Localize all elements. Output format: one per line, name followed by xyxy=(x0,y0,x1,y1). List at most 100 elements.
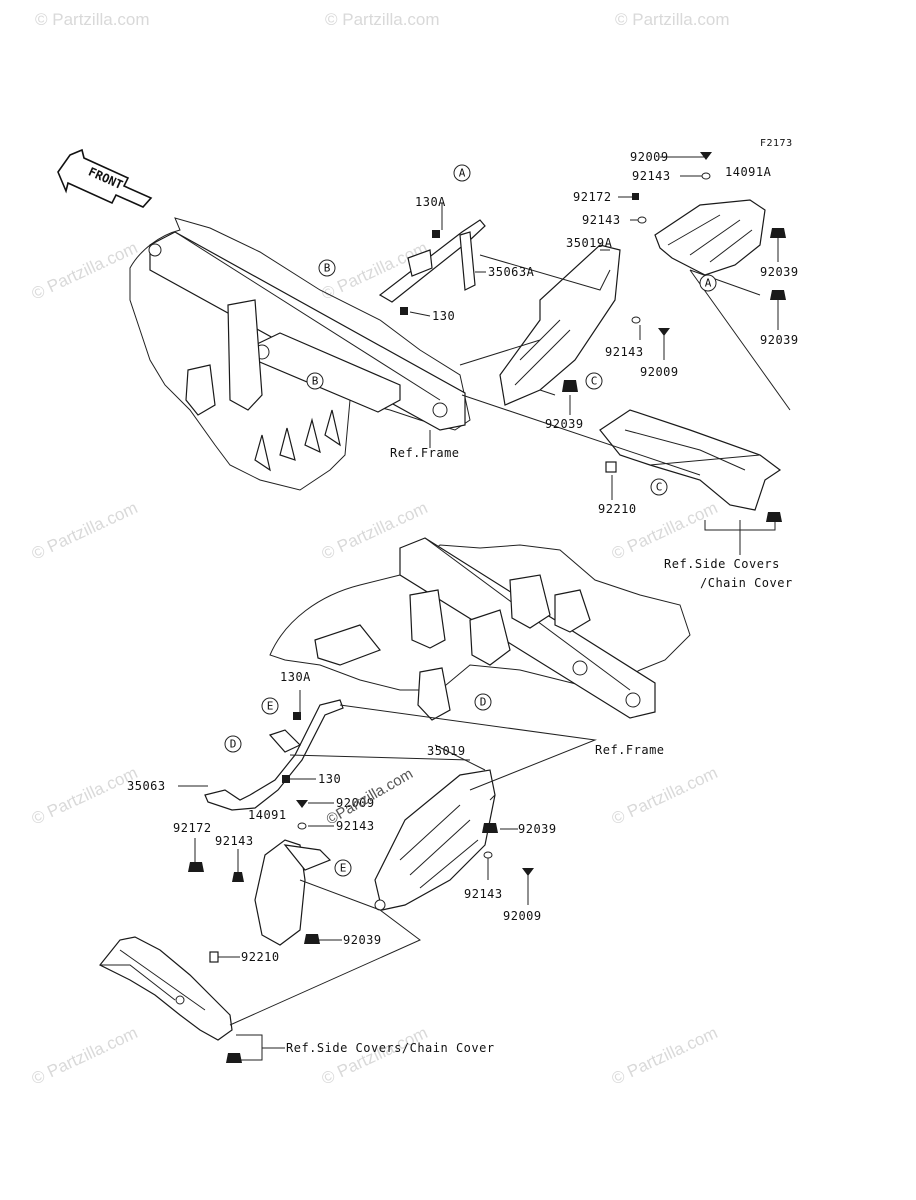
ref-chain-cover-label: /Chain Cover xyxy=(700,576,793,590)
bottom-side-cover xyxy=(99,936,233,1041)
part-label-35019: 35019 xyxy=(427,744,466,758)
screw-icon xyxy=(296,800,308,808)
top-assembly: A B B A C C 92009 92143 14091A 92172 921… xyxy=(129,150,799,590)
callout-circle xyxy=(650,478,668,496)
figure-code: F2173 xyxy=(760,138,793,149)
clip-icon xyxy=(209,951,219,963)
part-label-130: 130 xyxy=(432,309,455,323)
part-label-92172: 92172 xyxy=(573,190,612,204)
ref-frame-label: Ref.Frame xyxy=(390,446,460,460)
watermarks: © Partzilla.com © Partzilla.com © Partzi… xyxy=(29,10,730,1089)
callout-letter: C xyxy=(591,375,598,388)
callout-circle xyxy=(474,693,492,711)
part-label-92009: 92009 xyxy=(503,909,542,923)
part-label-92009: 92009 xyxy=(640,365,679,379)
rivet-icon xyxy=(766,512,782,522)
callout-circle xyxy=(699,274,717,292)
part-label-92039: 92039 xyxy=(343,933,382,947)
watermark: © Partzilla.com xyxy=(325,10,440,29)
washer-icon xyxy=(637,216,647,224)
part-label-92143: 92143 xyxy=(632,169,671,183)
part-label-92039: 92039 xyxy=(518,822,557,836)
part-label-92143: 92143 xyxy=(582,213,621,227)
rivet-icon xyxy=(304,934,320,944)
callout-circle xyxy=(224,735,242,753)
part-label-92210: 92210 xyxy=(241,950,280,964)
bottom-labels: 130A 35063 130 35019 92009 92143 92039 1… xyxy=(127,670,665,1055)
bottom-frame-body xyxy=(269,544,691,691)
part-label-35063: 35063 xyxy=(127,779,166,793)
watermark: © Partzilla.com xyxy=(29,763,141,829)
bottom-assembly: E D D E 130A 35063 130 35019 92009 92143… xyxy=(99,537,691,1063)
callout-circle xyxy=(306,372,324,390)
watermark: © Partzilla.com xyxy=(615,10,730,29)
bottom-callouts: E D D E xyxy=(224,693,492,877)
bottom-rod-35063 xyxy=(204,699,344,811)
washer-icon xyxy=(483,851,493,859)
part-label-14091A: 14091A xyxy=(725,165,772,179)
rivet-icon xyxy=(770,228,786,238)
screw-icon xyxy=(522,868,534,876)
ref-side-covers-chain-cover-label: Ref.Side Covers/Chain Cover xyxy=(286,1041,495,1055)
bolt-icon xyxy=(293,712,301,720)
part-label-92143: 92143 xyxy=(605,345,644,359)
part-label-92143: 92143 xyxy=(215,834,254,848)
screw-icon xyxy=(700,152,712,160)
part-label-92143: 92143 xyxy=(464,887,503,901)
washer-icon xyxy=(701,172,711,180)
top-guard-14091A xyxy=(654,199,766,276)
bolt-icon xyxy=(400,307,408,315)
nut-icon xyxy=(632,193,639,200)
rivet-icon xyxy=(562,380,578,392)
watermark: © Partzilla.com xyxy=(609,1023,721,1089)
bolt-icon xyxy=(432,230,440,238)
top-rod-35063A xyxy=(378,219,486,303)
watermark: © Partzilla.com xyxy=(319,1023,431,1089)
part-label-130: 130 xyxy=(318,772,341,786)
rivet-icon xyxy=(226,1053,242,1063)
callout-letter: D xyxy=(480,696,487,709)
callout-letter: E xyxy=(267,700,274,713)
ref-frame-label: Ref.Frame xyxy=(595,743,665,757)
rivet-icon xyxy=(770,290,786,300)
watermark: © Partzilla.com xyxy=(29,1023,141,1089)
callout-circle xyxy=(261,697,279,715)
part-label-92009: 92009 xyxy=(630,150,669,164)
top-teeth xyxy=(254,409,341,472)
callout-letter: B xyxy=(312,375,319,388)
callout-circle xyxy=(318,259,336,277)
part-label-35019A: 35019A xyxy=(566,236,613,250)
part-label-92039: 92039 xyxy=(760,333,799,347)
top-side-cover xyxy=(599,409,782,511)
part-label-14091: 14091 xyxy=(248,808,287,822)
part-label-92009: 92009 xyxy=(336,796,375,810)
callout-circle xyxy=(334,859,352,877)
top-labels: 92009 92143 14091A 92172 92143 130A 3506… xyxy=(390,150,799,590)
callout-letter: B xyxy=(324,262,331,275)
callout-letter: D xyxy=(230,738,237,751)
part-label-130A: 130A xyxy=(415,195,446,209)
watermark: © Partzilla.com xyxy=(29,238,141,304)
watermark: © Partzilla.com xyxy=(609,763,721,829)
screw-icon xyxy=(658,328,670,336)
bottom-guard-14091 xyxy=(254,839,306,946)
callout-letter: A xyxy=(705,277,712,290)
rivet-icon xyxy=(232,872,244,882)
top-cover-35019A xyxy=(499,244,621,406)
bolt-icon xyxy=(282,775,290,783)
part-label-92039: 92039 xyxy=(760,265,799,279)
part-label-35063A: 35063A xyxy=(488,265,535,279)
part-label-92039: 92039 xyxy=(545,417,584,431)
callout-letter: E xyxy=(340,862,347,875)
clip-icon xyxy=(605,461,617,473)
callout-circle xyxy=(585,372,603,390)
callout-letter: A xyxy=(459,167,466,180)
part-label-130A: 130A xyxy=(280,670,311,684)
washer-icon xyxy=(631,316,641,324)
top-callouts: A B B A C C xyxy=(306,164,717,496)
part-label-92172: 92172 xyxy=(173,821,212,835)
ref-side-covers-label: Ref.Side Covers xyxy=(664,557,780,571)
rivet-icon xyxy=(188,862,204,872)
rivet-icon xyxy=(482,823,498,833)
